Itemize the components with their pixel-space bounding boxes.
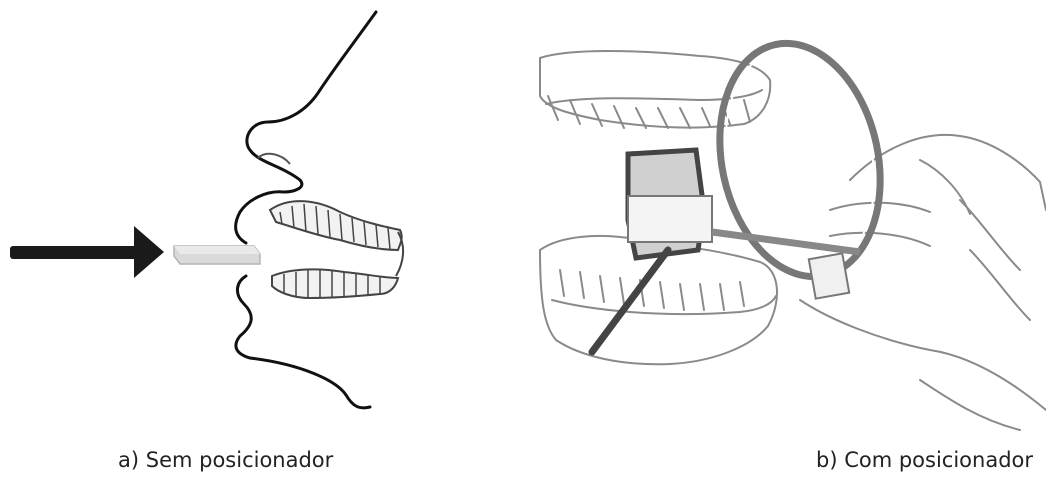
positioner-illustration (500, 0, 1046, 440)
bite-block (628, 196, 712, 242)
panel-with-positioner: b) Com posicionador (500, 0, 1046, 479)
hand-finger-lines (960, 200, 1030, 320)
aiming-ring (699, 28, 901, 291)
ring-connector (809, 253, 849, 298)
profile-illustration (0, 0, 480, 440)
film-top-face (174, 246, 260, 254)
arrow-head (134, 226, 164, 278)
panel-without-positioner: a) Sem posicionador (0, 0, 480, 479)
arrow-shaft (10, 246, 146, 259)
caption-b: b) Com posicionador (816, 448, 1033, 472)
lower-teeth (272, 269, 398, 298)
caption-a: a) Sem posicionador (118, 448, 333, 472)
upper-teeth (270, 201, 402, 250)
